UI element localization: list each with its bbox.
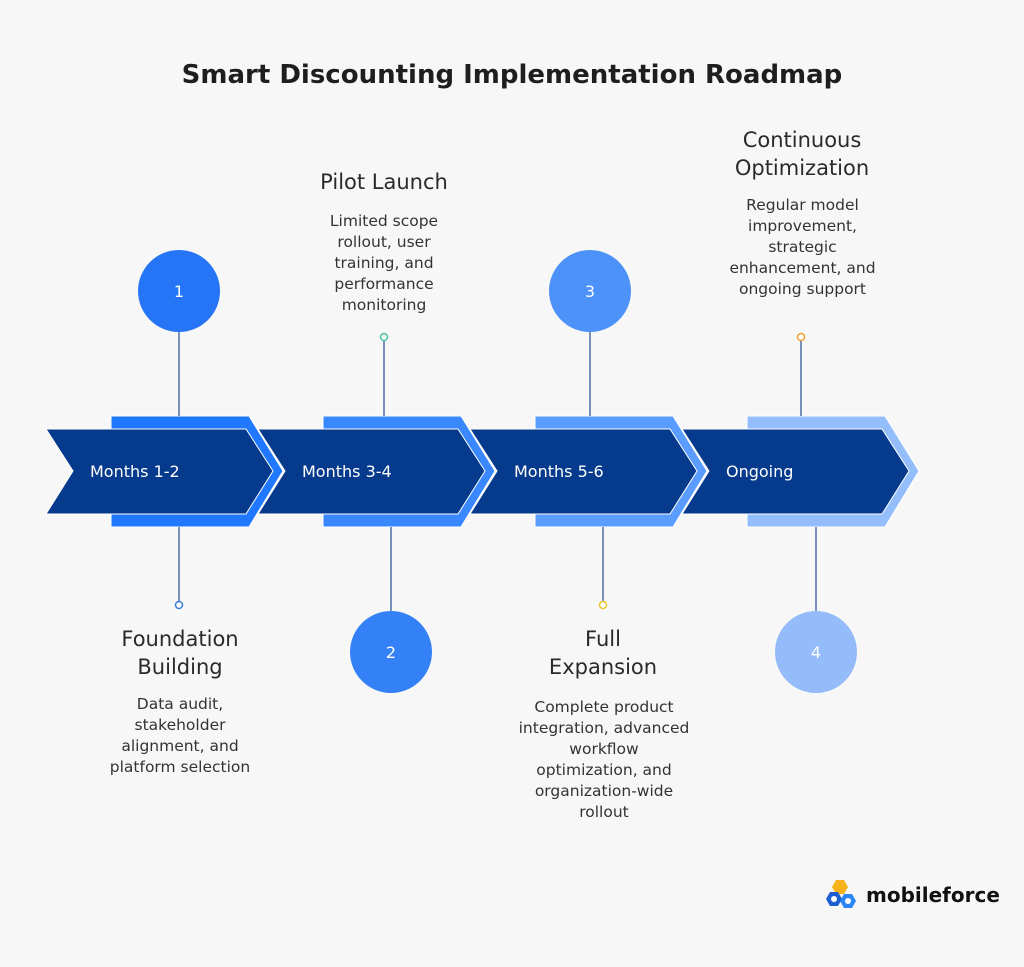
- phase-1-chevron: [45, 428, 274, 515]
- logo-text: mobileforce: [866, 883, 1000, 907]
- phase-1-heading: Foundation Building: [121, 627, 239, 679]
- phase-2-period-label: Months 3-4: [302, 462, 392, 481]
- phase-4-description: Regular model improvement, strategic enh…: [729, 196, 876, 298]
- logo-icon: [826, 880, 856, 908]
- mobileforce-logo: mobileforce: [824, 878, 1000, 912]
- phase-4-heading: Continuous Optimization: [734, 128, 870, 180]
- phase-3-number-circle: [549, 250, 631, 332]
- phase-4-period-label: Ongoing: [726, 462, 793, 481]
- phase-1-marker-dot: [174, 600, 184, 610]
- phase-3-heading: Full Expansion: [548, 627, 658, 679]
- phase-3-period-label: Months 5-6: [514, 462, 604, 481]
- phase-3-number: 3: [585, 282, 595, 301]
- phase-4-marker-dot: [796, 332, 806, 342]
- phase-3-marker-dot: [598, 600, 608, 610]
- phase-4-chevron: [681, 428, 910, 515]
- phase-4-number: 4: [811, 643, 821, 662]
- phase-4-number-circle: [775, 611, 857, 693]
- phase-1-number-circle: [138, 250, 220, 332]
- page-title: Smart Discounting Implementation Roadmap: [181, 60, 843, 90]
- phase-2-heading: Pilot Launch: [320, 170, 448, 194]
- phase-2-marker-dot: [379, 332, 389, 342]
- phase-2-chevron: [257, 428, 486, 515]
- phase-1-number: 1: [174, 282, 184, 301]
- phase-3-chevron: [469, 428, 698, 515]
- phase-3-description: Complete product integration, advanced w…: [518, 698, 690, 821]
- phase-1-period-label: Months 1-2: [90, 462, 180, 481]
- phase-2-number: 2: [386, 643, 396, 662]
- phase-1-description: Data audit, stakeholder alignment, and p…: [109, 695, 251, 776]
- phase-2-description: Limited scope rollout, user training, an…: [329, 212, 439, 314]
- phase-2-number-circle: [350, 611, 432, 693]
